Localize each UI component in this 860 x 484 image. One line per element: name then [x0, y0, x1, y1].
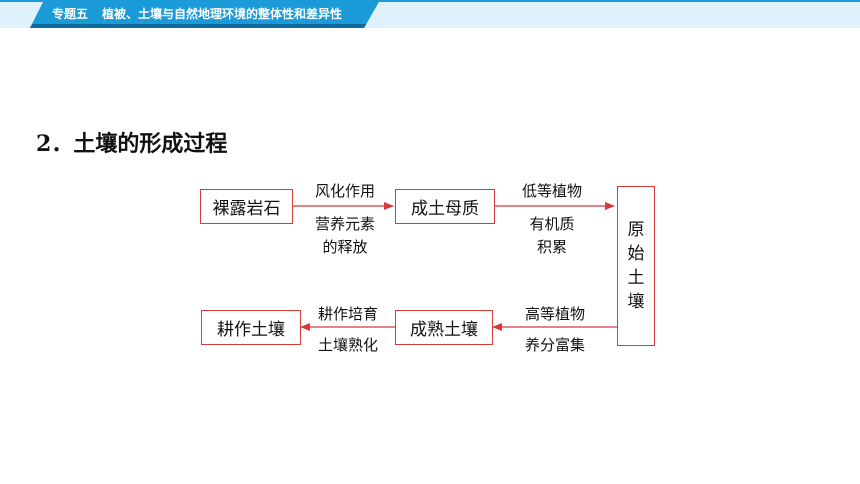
edge-label-nutrient-release-2: 的释放	[322, 238, 368, 256]
edge-label-organic-matter: 有机质	[529, 215, 575, 233]
edge-label-soil-maturation: 土壤熟化	[317, 336, 378, 354]
section-number: 2．	[36, 131, 74, 157]
edge-label-weathering: 风化作用	[314, 182, 375, 200]
node-cultivated-soil-label: 耕作土壤	[217, 320, 285, 340]
edge-label-cultivation: 耕作培育	[317, 305, 378, 323]
node-primitive-soil-char: 壤	[627, 292, 645, 312]
edge-label-higher-plants: 高等植物	[524, 305, 585, 323]
section-title-text: 土壤的形成过程	[73, 131, 228, 157]
edge-label-nutrient-release-1: 营养元素	[314, 215, 375, 233]
header-title: 专题五植被、土壤与自然地理环境的整体性和差异性	[52, 5, 342, 23]
node-parent-material: 成土母质	[395, 189, 495, 224]
section-title: 2．土壤的形成过程	[36, 126, 227, 158]
header-topic: 专题五	[52, 7, 89, 21]
edge-label-nutrient-enrichment: 养分富集	[524, 336, 585, 354]
node-parent-material-label: 成土母质	[411, 199, 479, 219]
node-primitive-soil-char: 土	[627, 268, 645, 288]
header-tab	[30, 0, 380, 28]
node-primitive-soil: 原 始 土 壤	[617, 186, 655, 346]
edge-label-accumulation: 积累	[536, 238, 567, 256]
node-mature-soil-label: 成熟土壤	[410, 320, 478, 340]
node-cultivated-soil: 耕作土壤	[201, 310, 301, 345]
node-bare-rock-label: 裸露岩石	[212, 199, 281, 219]
node-mature-soil: 成熟土壤	[395, 310, 493, 345]
node-primitive-soil-char: 原	[627, 220, 645, 240]
node-bare-rock: 裸露岩石	[200, 189, 293, 224]
node-primitive-soil-char: 始	[627, 244, 645, 264]
edge-label-lower-plants: 低等植物	[521, 182, 582, 200]
header-top-strip	[0, 0, 860, 2]
header-subtitle: 植被、土壤与自然地理环境的整体性和差异性	[102, 7, 343, 21]
